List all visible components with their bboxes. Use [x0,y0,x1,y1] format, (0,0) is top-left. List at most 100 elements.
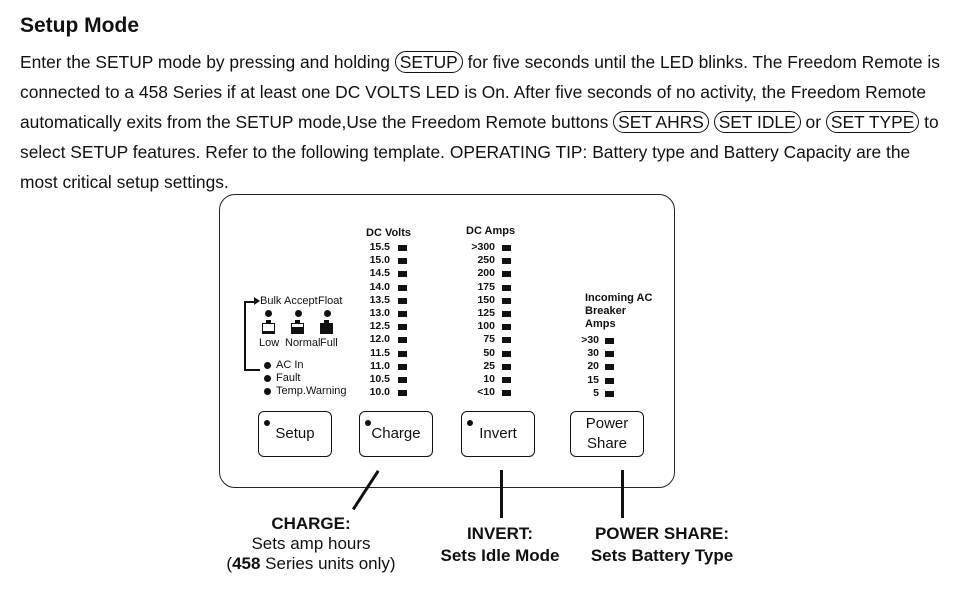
dc-volts-row: 10.0 [366,386,407,399]
power-share-leader-line [621,470,624,518]
invert-led [467,420,473,426]
paragraph-line-2: connected to a 458 Series if at least on… [20,82,927,102]
dc-volts-led [398,297,407,304]
dc-amps-led [502,284,511,291]
invert-button[interactable]: Invert [461,411,535,457]
dc-volts-row: 13.5 [366,293,407,307]
freedom-remote-panel: Bulk Accept Float Low Normal Full AC In … [219,194,675,488]
set-type-button-label: SET TYPE [825,111,920,133]
dc-volts-value-label: 15.5 [369,241,390,253]
dc-volts-led [398,258,407,265]
battery-normal-icon [291,320,304,334]
breaker-amps-led [605,338,614,344]
dc-amps-value-label: 25 [483,359,495,372]
float-label: Float [318,295,343,307]
dc-amps-led [502,311,511,317]
dc-volts-row: 15.0 [366,254,407,267]
dc-amps-row: 250 [466,254,511,267]
battery-low-icon [262,320,275,334]
dc-volts-row: 14.5 [366,267,407,280]
dc-amps-led [502,271,511,278]
setup-led [264,420,270,426]
dc-amps-value-label: <10 [477,386,495,399]
dc-amps-value-label: 10 [483,373,495,385]
dc-amps-row: 100 [466,320,511,333]
dc-amps-row: <10 [466,386,511,399]
dc-volts-row: 15.5 [366,241,407,254]
breaker-amps-value-label: 5 [593,386,599,399]
dc-amps-led [502,350,511,357]
dc-volts-led [398,350,407,357]
dc-amps-led [502,258,511,265]
dc-volts-led [398,363,407,370]
dc-amps-value-label: 125 [477,307,495,319]
accept-label: Accept [284,295,318,307]
invert-leader-line [500,470,503,518]
dc-amps-row: 150 [466,293,511,307]
dc-volts-led [398,271,407,278]
dc-volts-value-label: 13.0 [369,307,390,319]
setup-button[interactable]: Setup [258,411,332,457]
dc-amps-value-label: 150 [477,293,495,306]
charge-led [365,420,371,426]
arrow-right-icon [254,297,260,305]
set-idle-button-label: SET IDLE [713,111,801,133]
dc-volts-led [398,324,407,331]
paragraph-line-4: select SETUP features. Refer to the foll… [20,142,911,162]
dc-amps-row: 175 [466,280,511,294]
dc-volts-value-label: 10.0 [369,386,390,399]
power-share-caption-sub: Sets Battery Type [590,546,734,565]
dc-amps-led [502,245,511,251]
normal-label: Normal [285,337,321,349]
temp-warning-label: Temp.Warning [276,385,347,397]
dc-volts-value-label: 15.0 [369,254,390,267]
dc-amps-led [502,337,511,344]
dc-volts-led [398,284,407,291]
charge-button-text: Charge [371,425,421,442]
breaker-amps-row: 5 [575,386,614,400]
dc-volts-value-label: 13.5 [369,293,390,306]
instructions-paragraph: Enter the SETUP mode by pressing and hol… [20,47,960,197]
breaker-title-line-1: Incoming AC [585,292,653,304]
dc-amps-led [502,363,511,370]
dc-volts-row: 11.0 [366,359,407,373]
dc-amps-value-label: 75 [483,333,495,346]
fault-led [264,375,271,382]
breaker-amps-row: 20 [575,360,614,373]
invert-caption-sub: Sets Idle Mode [440,546,560,565]
breaker-amps-row: 15 [575,374,614,387]
charge-caption: CHARGE: Sets amp hours (458 Series units… [216,514,406,574]
dc-amps-row: 25 [466,359,511,373]
dc-amps-led [502,377,511,383]
power-share-button[interactable]: Power Share [570,411,644,457]
status-bracket-vertical [244,301,246,370]
breaker-title-line-3: Amps [585,318,616,330]
setup-button-text: Setup [275,425,315,442]
accept-led [295,310,302,317]
paragraph-line-5: most critical setup settings. [20,172,229,192]
dc-amps-led [502,297,511,304]
breaker-title-line-2: Breaker [585,305,626,317]
dc-amps-title: DC Amps [466,225,516,237]
dc-volts-title: DC Volts [366,227,412,239]
dc-volts-row: 10.5 [366,373,407,386]
breaker-amps-row: >30 [575,334,614,347]
set-ahrs-button-label: SET AHRS [613,111,709,133]
battery-full-icon [320,320,333,334]
dc-volts-row: 14.0 [366,281,407,294]
dc-amps-value-label: 175 [477,280,495,293]
dc-volts-value-label: 14.5 [369,267,390,280]
invert-caption-heading: INVERT: [466,524,534,543]
dc-volts-value-label: 12.5 [369,320,390,333]
dc-amps-row: 50 [466,347,511,360]
dc-amps-led [502,390,511,397]
dc-volts-value-label: 12.0 [369,333,390,346]
charge-button[interactable]: Charge [359,411,433,457]
power-share-button-text-1: Power [585,415,629,432]
dc-amps-value-label: 100 [477,320,495,333]
dc-amps-value-label: >300 [471,241,495,253]
status-bracket-bottom [244,369,260,371]
dc-amps-row: >300 [466,241,511,254]
dc-volts-value-label: 11.0 [370,359,390,372]
low-label: Low [259,337,280,349]
